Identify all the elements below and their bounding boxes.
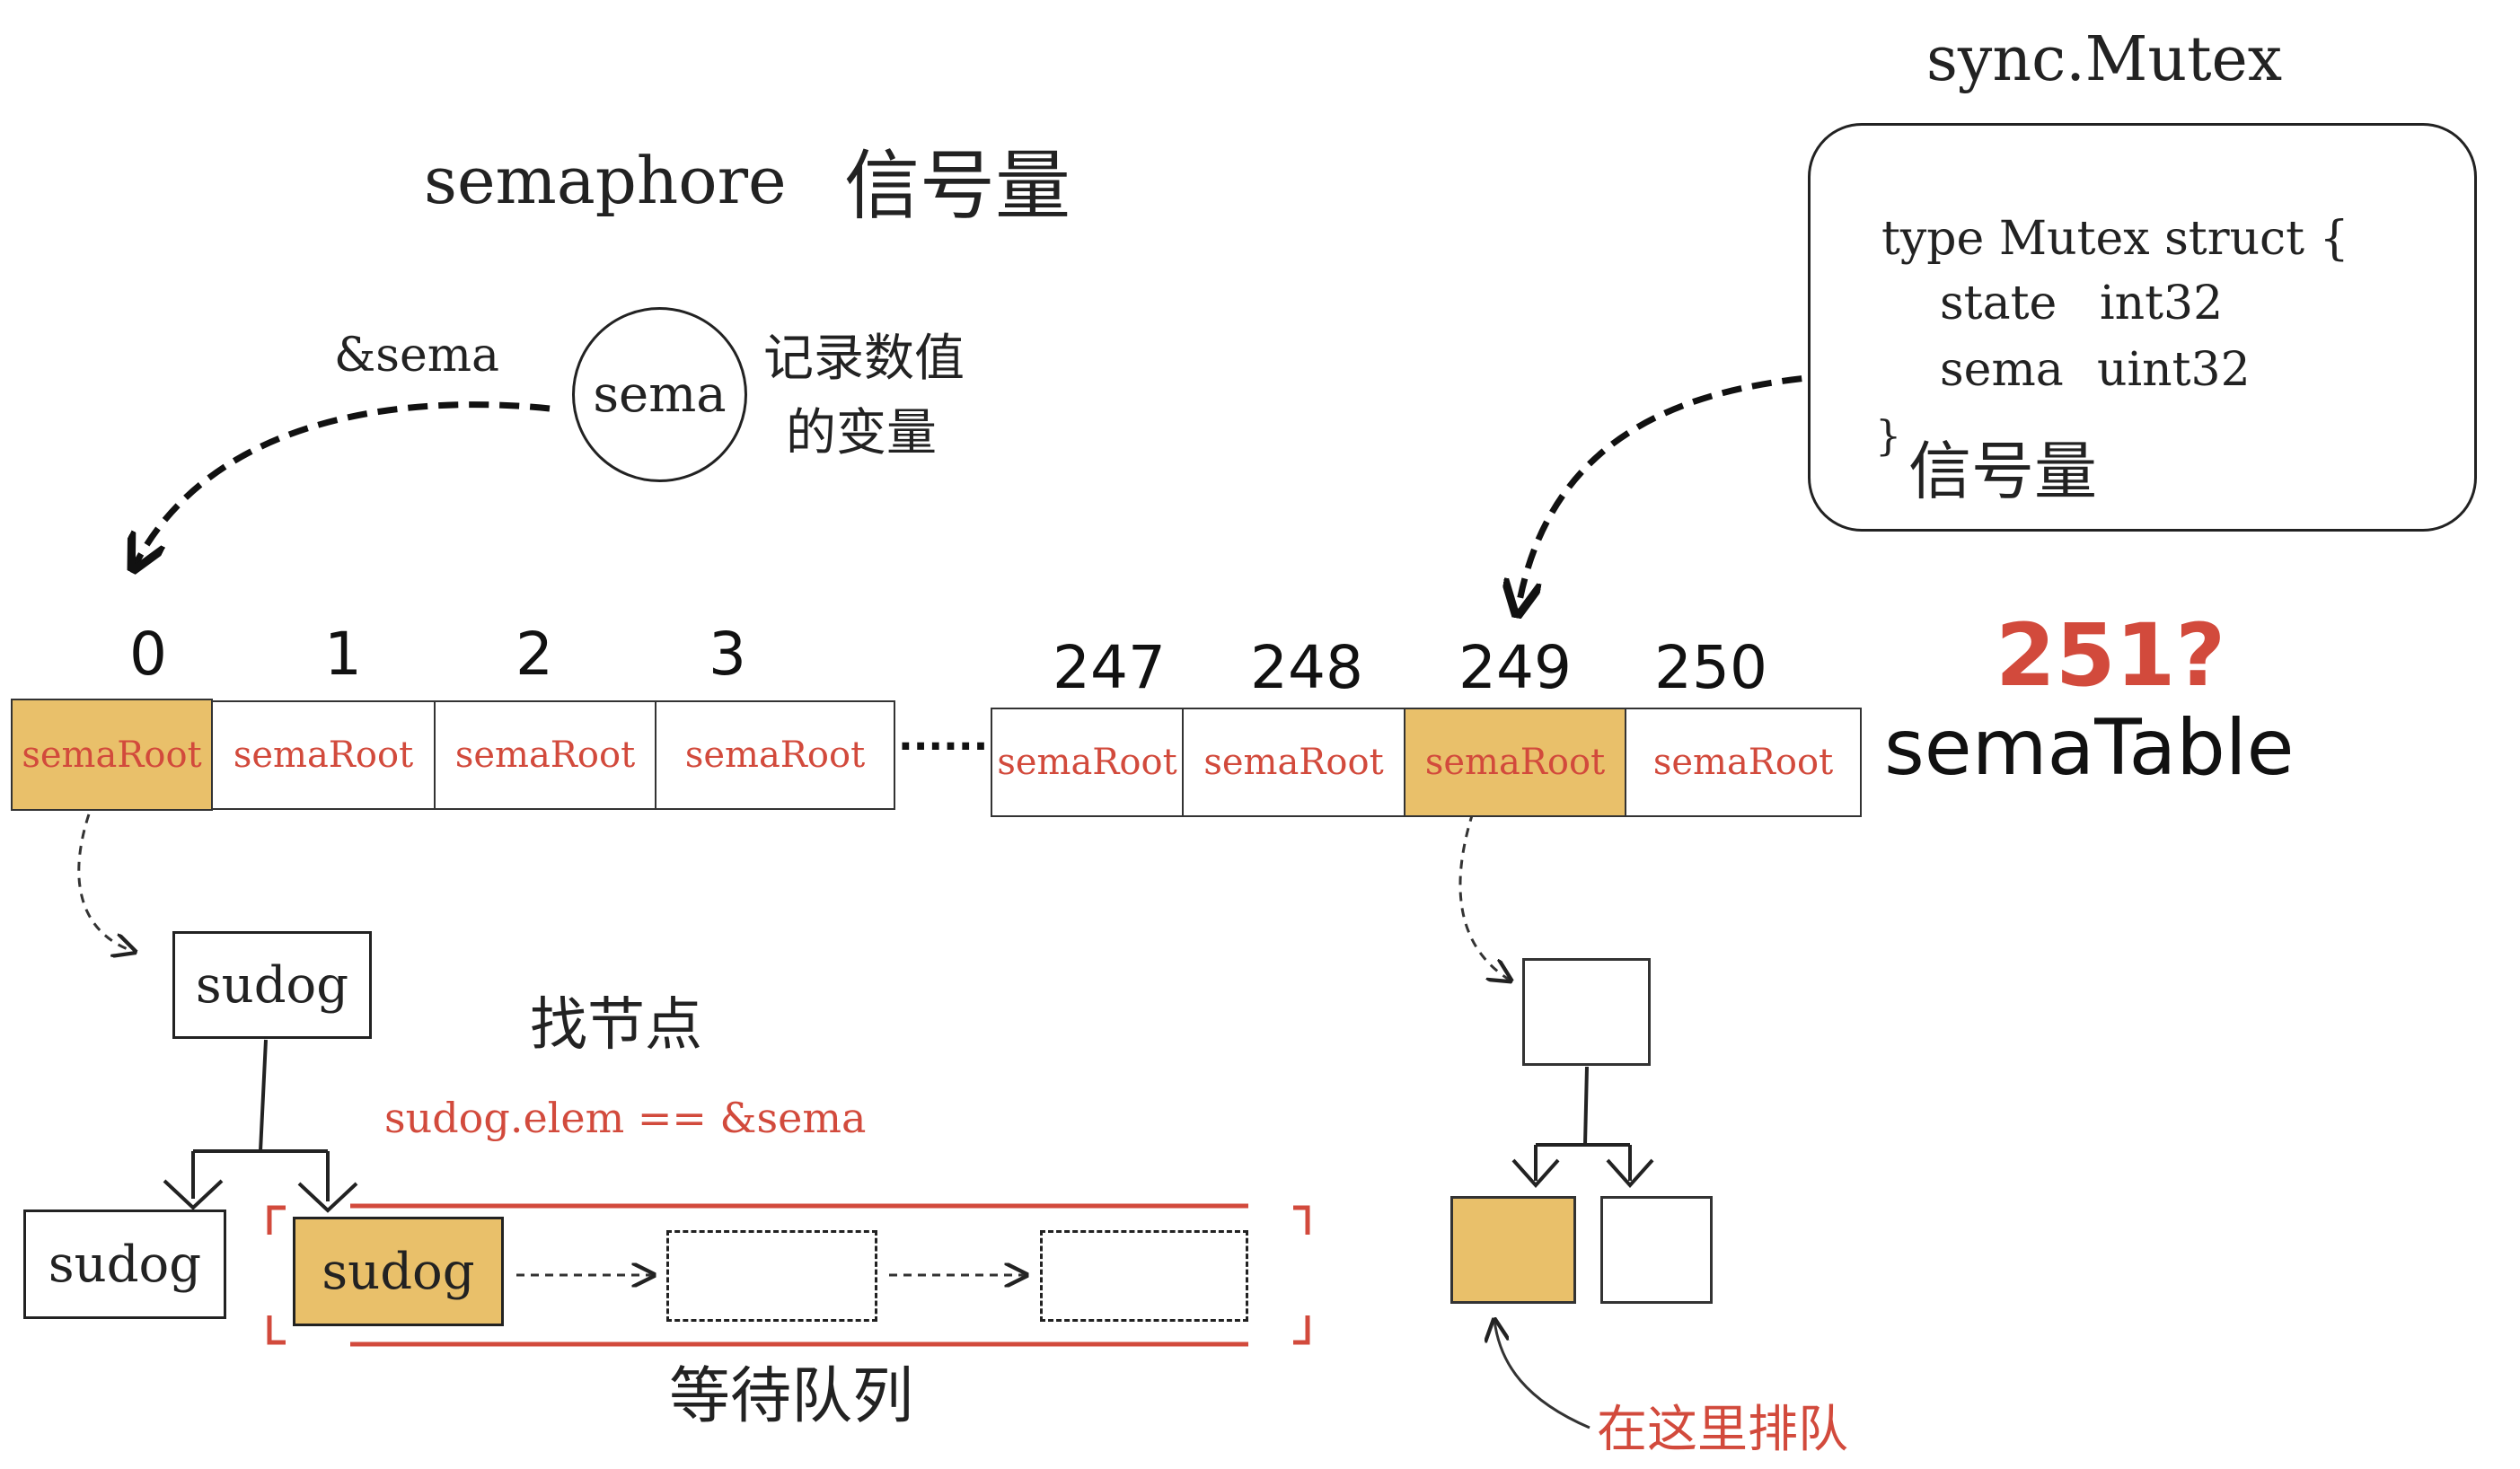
mutex-struct-line: type Mutex struct { bbox=[1881, 212, 2349, 266]
sema-note-line2: 的变量 bbox=[786, 404, 937, 462]
queue-node-empty bbox=[666, 1230, 877, 1322]
queue-node-empty bbox=[1040, 1230, 1248, 1322]
sema-circle-label: sema bbox=[593, 365, 727, 424]
sudog-root-node: sudog bbox=[172, 931, 372, 1039]
mutex-sema-type: uint32 bbox=[2097, 343, 2251, 397]
mutex-title: sync.Mutex bbox=[1926, 24, 2283, 95]
semaphore-title: semaphore bbox=[424, 143, 787, 218]
index-label: 0 bbox=[129, 620, 167, 689]
right-tree-root-node bbox=[1522, 958, 1651, 1066]
sema-table-label: semaTable bbox=[1884, 703, 2295, 793]
mutex-panel bbox=[1808, 123, 2477, 532]
queue-here-arrow bbox=[1494, 1320, 1590, 1429]
mutex-close-brace: } bbox=[1875, 411, 1902, 460]
index-label: 247 bbox=[1053, 633, 1166, 702]
sema-pointer-arrow bbox=[135, 401, 551, 566]
left-tree-lines bbox=[191, 1039, 330, 1201]
sema-root-cell-249[interactable]: semaRoot bbox=[1404, 708, 1626, 817]
sema-note-line1: 记录数值 bbox=[763, 330, 965, 388]
right-tree-lines bbox=[1534, 1066, 1632, 1181]
index-label: 248 bbox=[1250, 633, 1363, 702]
wait-queue-bracket bbox=[267, 1203, 1310, 1347]
cell249-to-node-arrow bbox=[1458, 812, 1511, 981]
table-ellipsis: ······ bbox=[898, 724, 989, 770]
sema-root-cell-248[interactable]: semaRoot bbox=[1182, 708, 1405, 817]
index-label: 250 bbox=[1654, 633, 1767, 702]
right-tree-child-node bbox=[1600, 1196, 1713, 1304]
sema-root-cell-0[interactable]: semaRoot bbox=[11, 699, 213, 811]
sema-root-cell-3[interactable]: semaRoot bbox=[655, 700, 895, 810]
sema-pointer-label: &sema bbox=[334, 329, 500, 383]
sudog-queue-head-node: sudog bbox=[293, 1217, 504, 1326]
sudog-left-child-label: sudog bbox=[48, 1235, 202, 1294]
mutex-state-field: state bbox=[1940, 277, 2057, 330]
mutex-state-type: int32 bbox=[2100, 277, 2224, 330]
sema-root-cell-1[interactable]: semaRoot bbox=[211, 700, 436, 810]
sema-circle: sema bbox=[572, 307, 747, 482]
index-label: 3 bbox=[709, 620, 746, 689]
index-label: 2 bbox=[515, 620, 553, 689]
table-size-question: 251? bbox=[1996, 605, 2226, 706]
find-node-label: 找节点 bbox=[530, 992, 702, 1059]
queue-here-label: 在这里排队 bbox=[1597, 1401, 1848, 1459]
cell0-to-sudog-arrow bbox=[77, 798, 135, 952]
semaphore-title-cn: 信号量 bbox=[844, 142, 1071, 230]
index-label: 249 bbox=[1458, 633, 1572, 702]
sudog-queue-head-label: sudog bbox=[322, 1242, 475, 1301]
mutex-sema-field: sema bbox=[1940, 343, 2064, 397]
sudog-root-label: sudog bbox=[195, 955, 349, 1015]
mutex-sema-annotation: 信号量 bbox=[1908, 435, 2097, 508]
sema-root-cell-250[interactable]: semaRoot bbox=[1625, 708, 1862, 817]
index-label: 1 bbox=[324, 620, 362, 689]
find-node-condition: sudog.elem == &sema bbox=[384, 1094, 867, 1142]
right-tree-queue-node bbox=[1450, 1196, 1576, 1304]
sema-root-cell-2[interactable]: semaRoot bbox=[434, 700, 656, 810]
sudog-left-child-node: sudog bbox=[23, 1210, 226, 1319]
sema-root-cell-247[interactable]: semaRoot bbox=[991, 708, 1184, 817]
wait-queue-label: 等待队列 bbox=[669, 1361, 914, 1432]
